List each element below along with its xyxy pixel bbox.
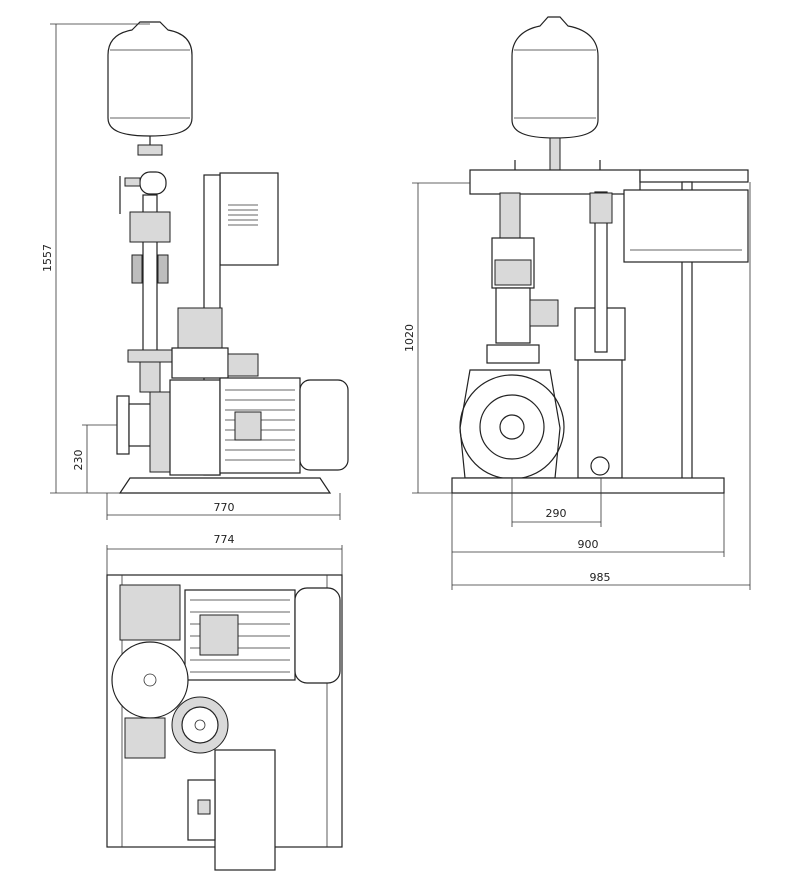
front-frame [623, 169, 749, 483]
side-base [118, 477, 332, 494]
dim-side-length: 770 [106, 493, 341, 520]
side-piping-column [119, 144, 173, 393]
dim-height-total: 1557 [41, 23, 150, 494]
dim-pump-spacing: 290 [511, 478, 602, 527]
dim-top-length: 774 [106, 533, 343, 575]
dim-label-1020: 1020 [403, 324, 416, 352]
dim-label-230: 230 [72, 450, 85, 471]
dim-manifold-height: 1020 [403, 182, 470, 494]
dim-label-900: 900 [578, 538, 599, 551]
top-view [106, 574, 343, 871]
front-large-pump [459, 192, 565, 480]
side-view [107, 21, 349, 494]
top-control-box [187, 749, 276, 871]
dim-overall-width: 985 [451, 182, 751, 590]
dim-label-1557: 1557 [41, 244, 54, 272]
dim-label-770: 770 [214, 501, 235, 514]
top-main-motor [119, 584, 341, 684]
side-small-motor [171, 307, 229, 379]
dim-label-774: 774 [214, 533, 235, 546]
dim-label-290: 290 [546, 507, 567, 520]
side-expansion-tank [107, 21, 193, 150]
dim-inlet-height: 230 [72, 424, 117, 493]
top-small-pump [171, 696, 229, 754]
dim-label-985: 985 [590, 571, 611, 584]
side-main-motor [169, 353, 349, 476]
front-manifold [469, 160, 641, 195]
top-pump-volute [111, 641, 189, 759]
front-expansion-tank [511, 16, 599, 171]
front-small-pump [574, 191, 626, 479]
front-view [451, 16, 749, 494]
dim-base-width: 900 [451, 493, 725, 557]
front-base [451, 477, 725, 494]
